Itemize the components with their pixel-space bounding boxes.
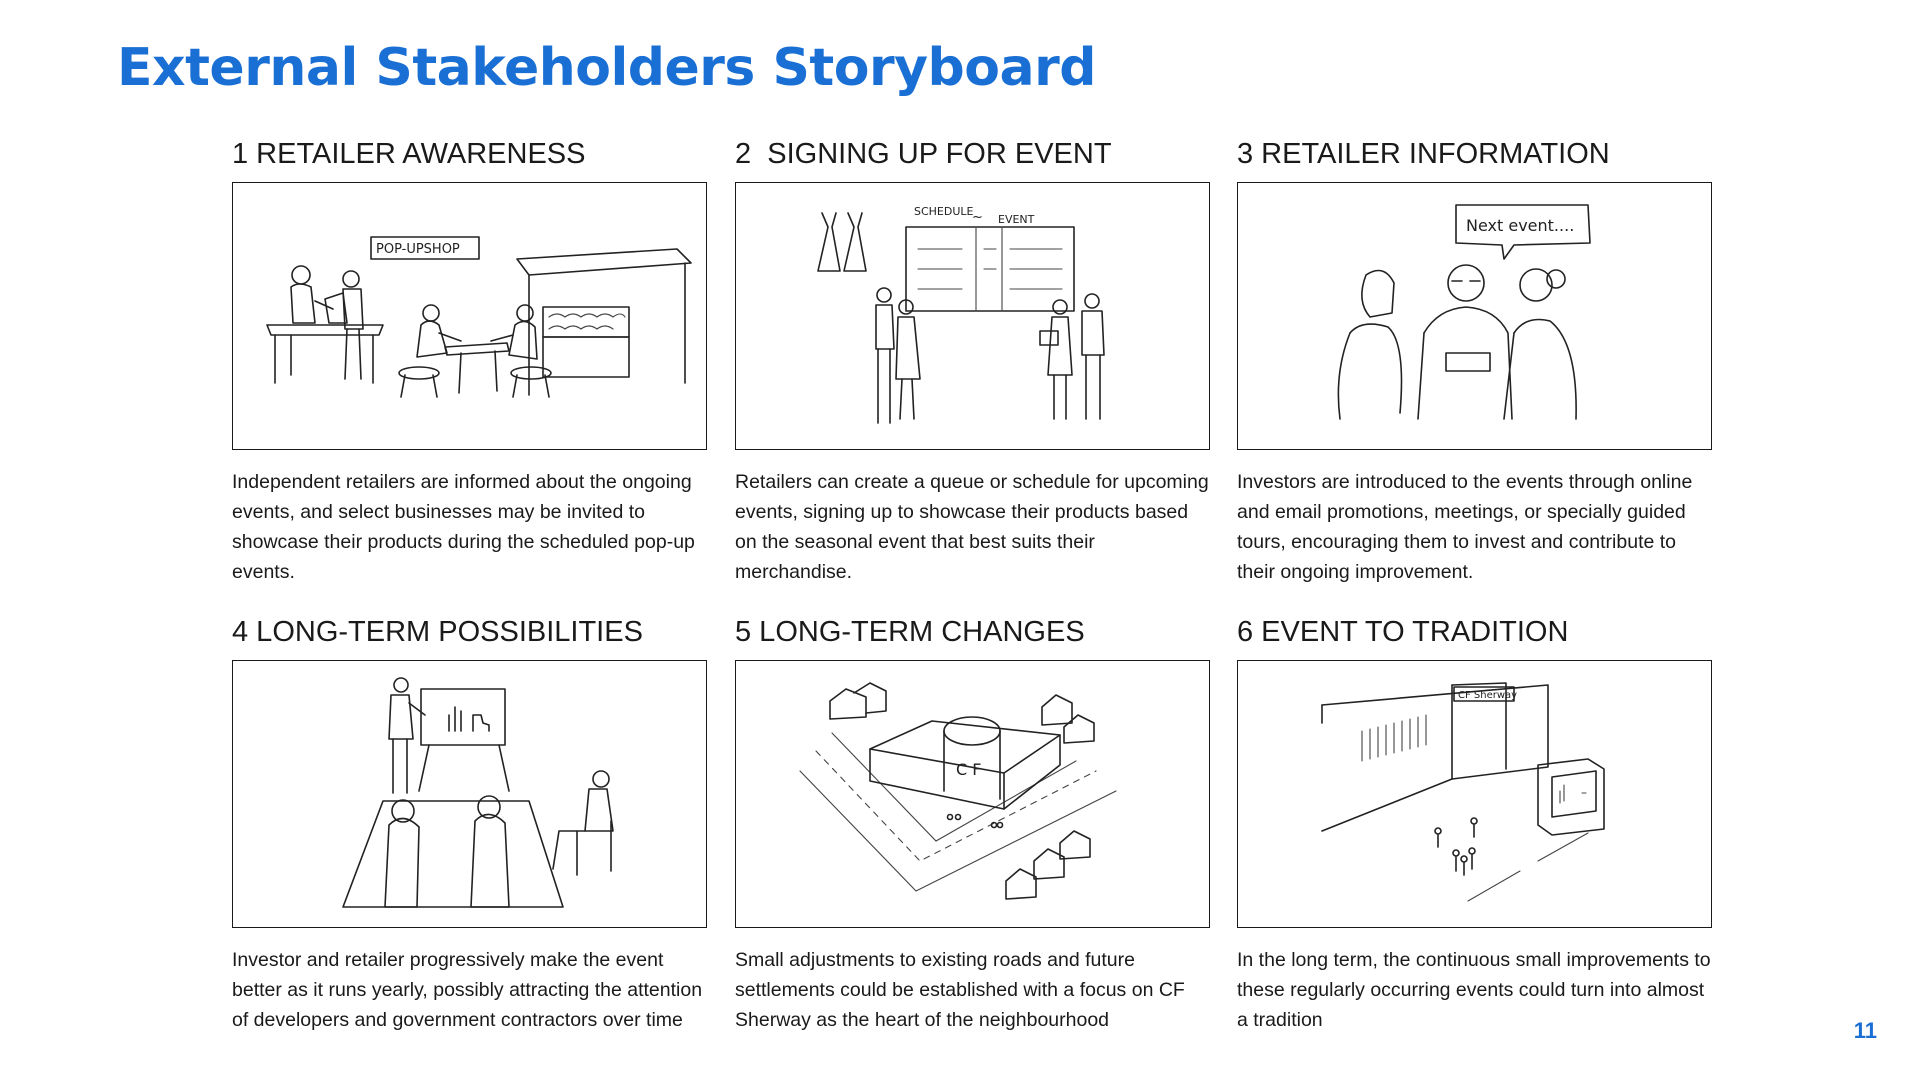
page-title: External Stakeholders Storyboard — [117, 38, 1096, 98]
panel-heading: 2 SIGNING UP FOR EVENT — [735, 138, 1112, 170]
storyboard-panel-5: 5 LONG-TERM CHANGES C F — [735, 612, 1211, 1035]
sketch-frame: C F — [735, 660, 1210, 928]
event-to-tradition-sketch: CF Sherway — [1321, 682, 1605, 902]
panel-caption: Investor and retailer progressively make… — [232, 949, 703, 1031]
page-number: 11 — [1853, 1018, 1877, 1043]
sketch-frame: CF Sherway — [1237, 660, 1712, 928]
panel-caption: Investors are introduced to the events t… — [1237, 471, 1693, 583]
sketch-label-event: EVENT — [998, 213, 1035, 226]
panel-caption: Independent retailers are informed about… — [232, 471, 695, 583]
storyboard-panel-4: 4 LONG-TERM POSSIBILITIES In — [232, 612, 708, 1035]
speech-bubble-text: Next event.... — [1466, 216, 1574, 235]
panel-heading: 3 RETAILER INFORMATION — [1237, 138, 1610, 170]
sketch-frame: POP-UPSHOP — [232, 182, 707, 450]
panel-heading: 1 RETAILER AWARENESS — [232, 138, 586, 170]
long-term-possibilities-sketch — [342, 677, 614, 908]
sketch-label-schedule: SCHEDULE — [914, 205, 974, 218]
panel-caption: Retailers can create a queue or schedule… — [735, 471, 1209, 583]
sketch-sign-text: POP-UPSHOP — [376, 242, 460, 257]
storyboard-panel-2: 2 SIGNING UP FOR EVENT SCHEDULE ~ EVENT — [735, 134, 1211, 587]
sketch-label-tilde: ~ — [972, 210, 983, 225]
sketch-frame: Next event.... — [1237, 182, 1712, 450]
retailer-information-sketch: Next event.... — [1337, 204, 1591, 420]
panel-heading: 5 LONG-TERM CHANGES — [735, 616, 1085, 648]
mall-label: C F — [956, 760, 981, 779]
building-sign-text: CF Sherway — [1458, 690, 1517, 701]
storyboard-panel-6: 6 EVENT TO TRADITION CF Sherway — [1237, 612, 1713, 1035]
panel-caption: In the long term, the continuous small i… — [1237, 949, 1711, 1031]
long-term-changes-sketch: C F — [799, 682, 1117, 900]
panel-heading: 6 EVENT TO TRADITION — [1237, 616, 1569, 648]
retailer-awareness-sketch: POP-UPSHOP — [266, 236, 692, 398]
signing-up-sketch: SCHEDULE ~ EVENT — [817, 205, 1105, 424]
panel-heading: 4 LONG-TERM POSSIBILITIES — [232, 616, 643, 648]
sketch-frame — [232, 660, 707, 928]
sketch-frame: SCHEDULE ~ EVENT — [735, 182, 1210, 450]
panel-caption: Small adjustments to existing roads and … — [735, 949, 1185, 1031]
storyboard-panel-1: 1 RETAILER AWARENESS POP-UPSHOP — [232, 134, 708, 587]
storyboard-panel-3: 3 RETAILER INFORMATION Next event.... In… — [1237, 134, 1713, 587]
